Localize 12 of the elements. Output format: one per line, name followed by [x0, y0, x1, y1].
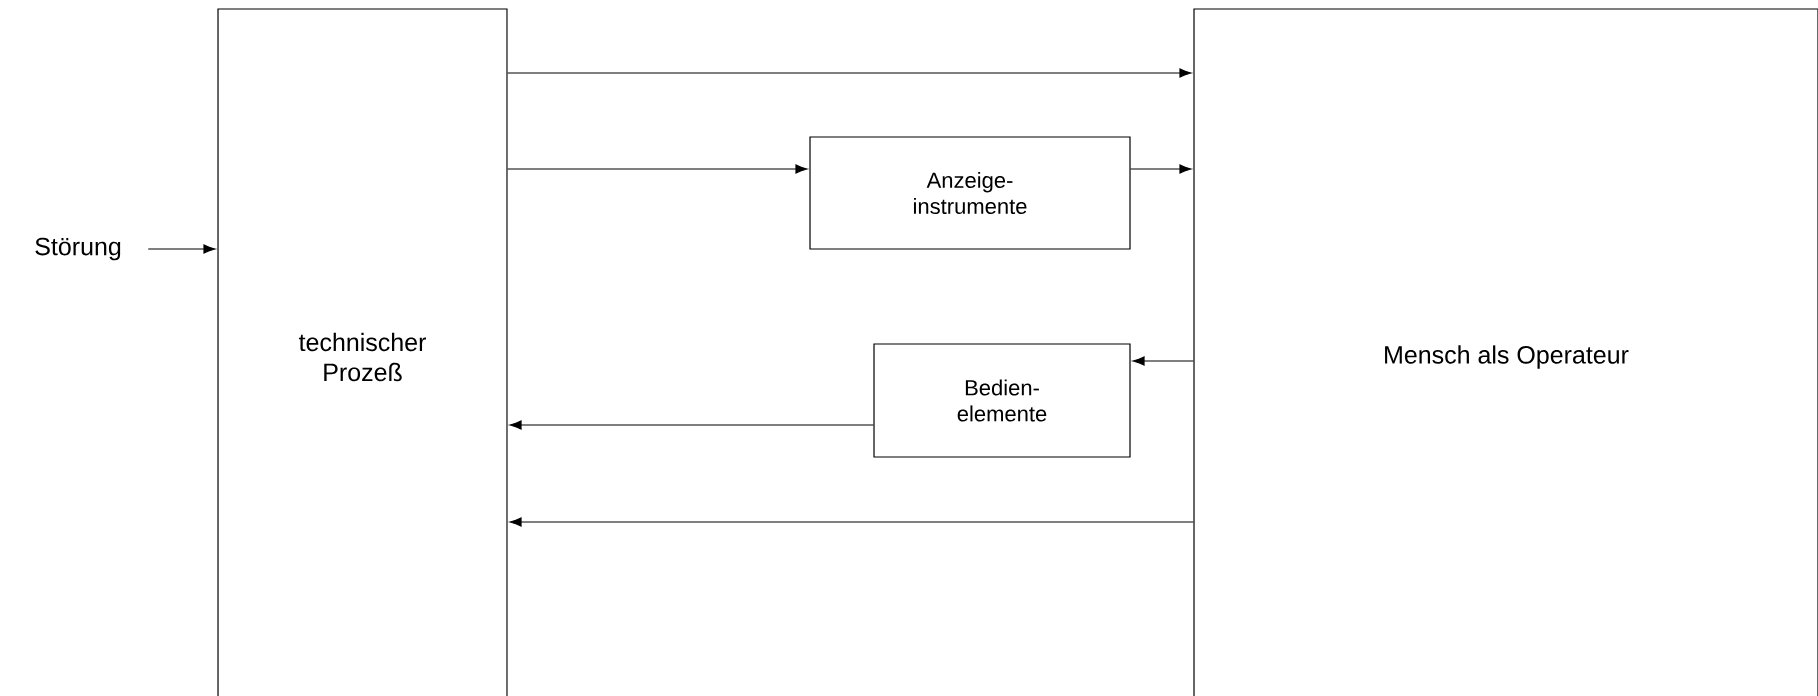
arrow [1130, 164, 1192, 174]
device-box: Bedien- elemente [873, 343, 1131, 458]
arrow [509, 517, 1194, 527]
arrow [509, 420, 874, 430]
device-box: Anzeige- instrumente [809, 136, 1131, 250]
arrow [147, 244, 216, 254]
process-box: technischer Prozeß [217, 8, 508, 696]
input-label: Störung [35, 237, 121, 261]
arrow [1132, 356, 1194, 366]
arrow [507, 164, 808, 174]
arrow [507, 68, 1192, 78]
process-box: Mensch als Operateur [1193, 8, 1818, 696]
